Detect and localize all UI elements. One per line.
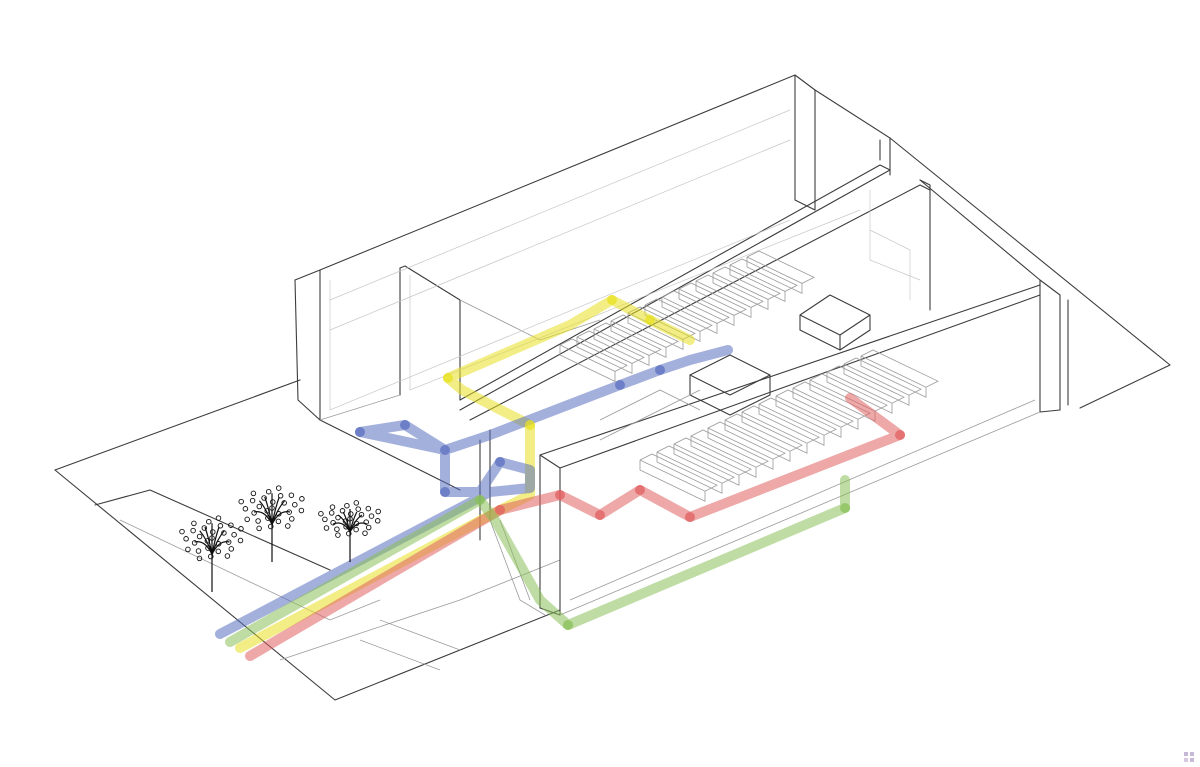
seating-row xyxy=(593,322,662,367)
seating-row xyxy=(758,397,837,446)
route-node xyxy=(440,445,450,455)
back-planes xyxy=(329,109,921,411)
route-node xyxy=(475,495,485,505)
site-ground xyxy=(54,137,1171,701)
seating-row xyxy=(661,290,730,335)
route-node xyxy=(355,427,365,437)
seating-rows-upper xyxy=(559,250,815,383)
tree-icon xyxy=(238,485,305,562)
route-red xyxy=(245,393,905,661)
seating-row xyxy=(690,429,769,478)
interior-walls xyxy=(319,164,1041,616)
route-blue xyxy=(215,345,733,639)
route-node xyxy=(607,295,617,305)
stair-block xyxy=(489,294,871,616)
seating-row xyxy=(576,330,645,375)
route-node xyxy=(563,620,573,630)
seating-row xyxy=(775,389,854,438)
seating-row xyxy=(712,266,781,311)
circulation-routes xyxy=(215,295,905,661)
seating-row xyxy=(746,250,815,295)
trees xyxy=(179,485,381,592)
route-node xyxy=(525,420,535,430)
route-node xyxy=(495,457,505,467)
route-node xyxy=(555,490,565,500)
tree-icon xyxy=(179,515,244,592)
route-node xyxy=(655,365,665,375)
seating-row xyxy=(673,437,752,486)
seating-row xyxy=(656,445,735,494)
seating-row xyxy=(741,405,820,454)
seating-row xyxy=(843,357,922,406)
route-node xyxy=(635,485,645,495)
seating-row xyxy=(559,338,628,383)
route-node xyxy=(895,430,905,440)
route-node xyxy=(495,505,505,515)
tree-icon xyxy=(318,500,381,562)
route-node xyxy=(685,512,695,522)
seating-row xyxy=(639,453,718,502)
seating-row xyxy=(707,421,786,470)
seating-row xyxy=(695,274,764,319)
route-nodes xyxy=(355,295,905,630)
route-node xyxy=(615,380,625,390)
route-node xyxy=(840,503,850,513)
seating-row xyxy=(678,282,747,327)
seating-row xyxy=(826,365,905,414)
route-node xyxy=(400,420,410,430)
seating-row xyxy=(610,314,679,359)
route-node xyxy=(645,315,655,325)
seating-row xyxy=(724,413,803,462)
seating-row xyxy=(860,349,939,398)
route-node xyxy=(595,510,605,520)
seating-row xyxy=(729,258,798,303)
corner-glyph-icon xyxy=(1184,752,1194,762)
route-node xyxy=(443,373,453,383)
route-node xyxy=(440,487,450,497)
